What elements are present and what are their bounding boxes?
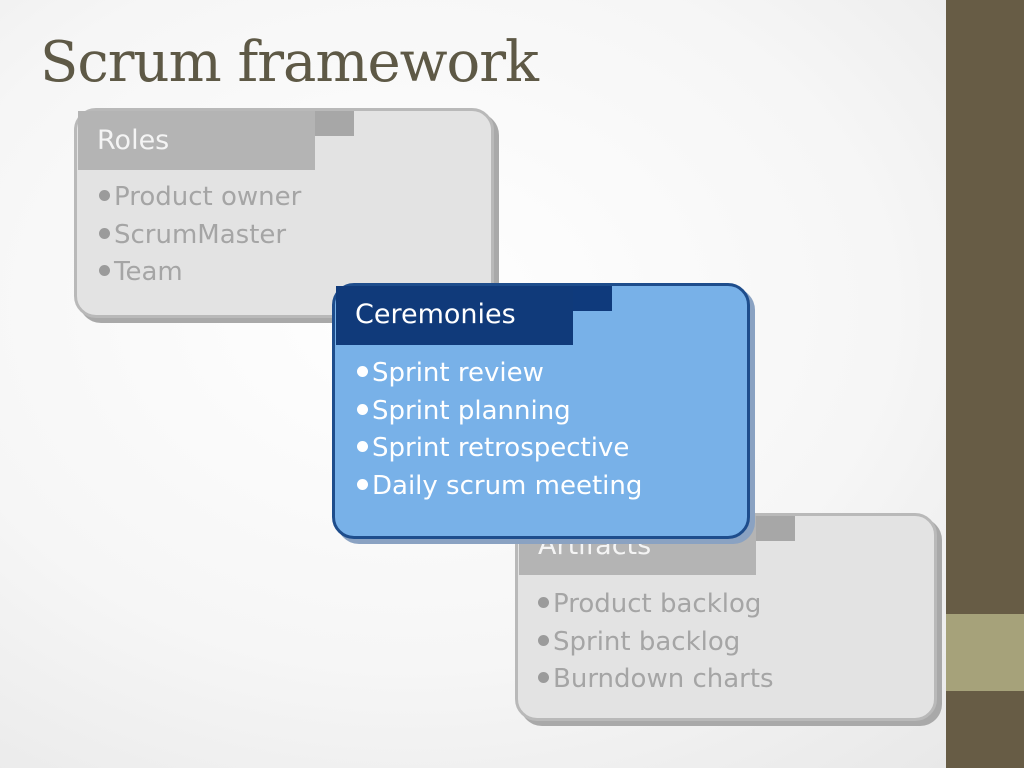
ceremonies-title: Ceremonies — [355, 299, 516, 330]
bullet-icon — [538, 672, 549, 683]
slide-title: Scrum framework — [40, 30, 539, 95]
list-item: ScrumMaster — [99, 217, 301, 255]
bullet-icon — [99, 227, 110, 239]
list-item: Sprint retrospective — [357, 430, 642, 468]
artifacts-item: Burndown charts — [553, 664, 774, 694]
list-item: Product backlog — [538, 586, 774, 624]
bullet-icon — [538, 634, 549, 646]
bullet-icon — [538, 597, 549, 608]
bullet-icon — [99, 265, 110, 276]
ceremonies-item: Daily scrum meeting — [372, 470, 643, 501]
ceremonies-item: Sprint retrospective — [372, 433, 630, 463]
roles-title: Roles — [97, 125, 170, 156]
roles-list: Product owner ScrumMaster Team — [99, 179, 301, 292]
ceremonies-item: Sprint review — [372, 358, 544, 388]
artifacts-card: Artifacts Product backlog Sprint backlog… — [515, 513, 937, 721]
roles-item: Product owner — [114, 182, 302, 212]
sidebar-band — [946, 0, 1024, 614]
list-item: Sprint backlog — [538, 624, 774, 662]
artifacts-list: Product backlog Sprint backlog Burndown … — [538, 586, 774, 699]
list-item: Daily scrum meeting — [357, 468, 642, 506]
bullet-icon — [99, 190, 110, 201]
list-item: Burndown charts — [538, 661, 774, 699]
roles-tab — [78, 111, 315, 170]
bullet-icon — [357, 441, 368, 452]
roles-item: ScrumMaster — [114, 219, 287, 250]
list-item: Team — [99, 254, 301, 292]
artifacts-item: Product backlog — [553, 589, 762, 619]
roles-item: Team — [114, 257, 183, 287]
artifacts-item: Sprint backlog — [553, 626, 741, 657]
sidebar-accent-band — [946, 614, 1024, 691]
ceremonies-tab — [336, 286, 573, 345]
ceremonies-item: Sprint planning — [372, 395, 571, 426]
roles-card: Roles Product owner ScrumMaster Team — [74, 108, 494, 318]
list-item: Product owner — [99, 179, 301, 217]
bullet-icon — [357, 366, 368, 377]
bullet-icon — [357, 403, 368, 415]
ceremonies-card: Ceremonies Sprint review Sprint planning… — [332, 283, 750, 539]
ceremonies-list: Sprint review Sprint planning Sprint ret… — [357, 355, 642, 505]
sidebar-bottom-band — [946, 691, 1024, 768]
list-item: Sprint review — [357, 355, 642, 393]
list-item: Sprint planning — [357, 393, 642, 431]
bullet-icon — [357, 478, 368, 490]
